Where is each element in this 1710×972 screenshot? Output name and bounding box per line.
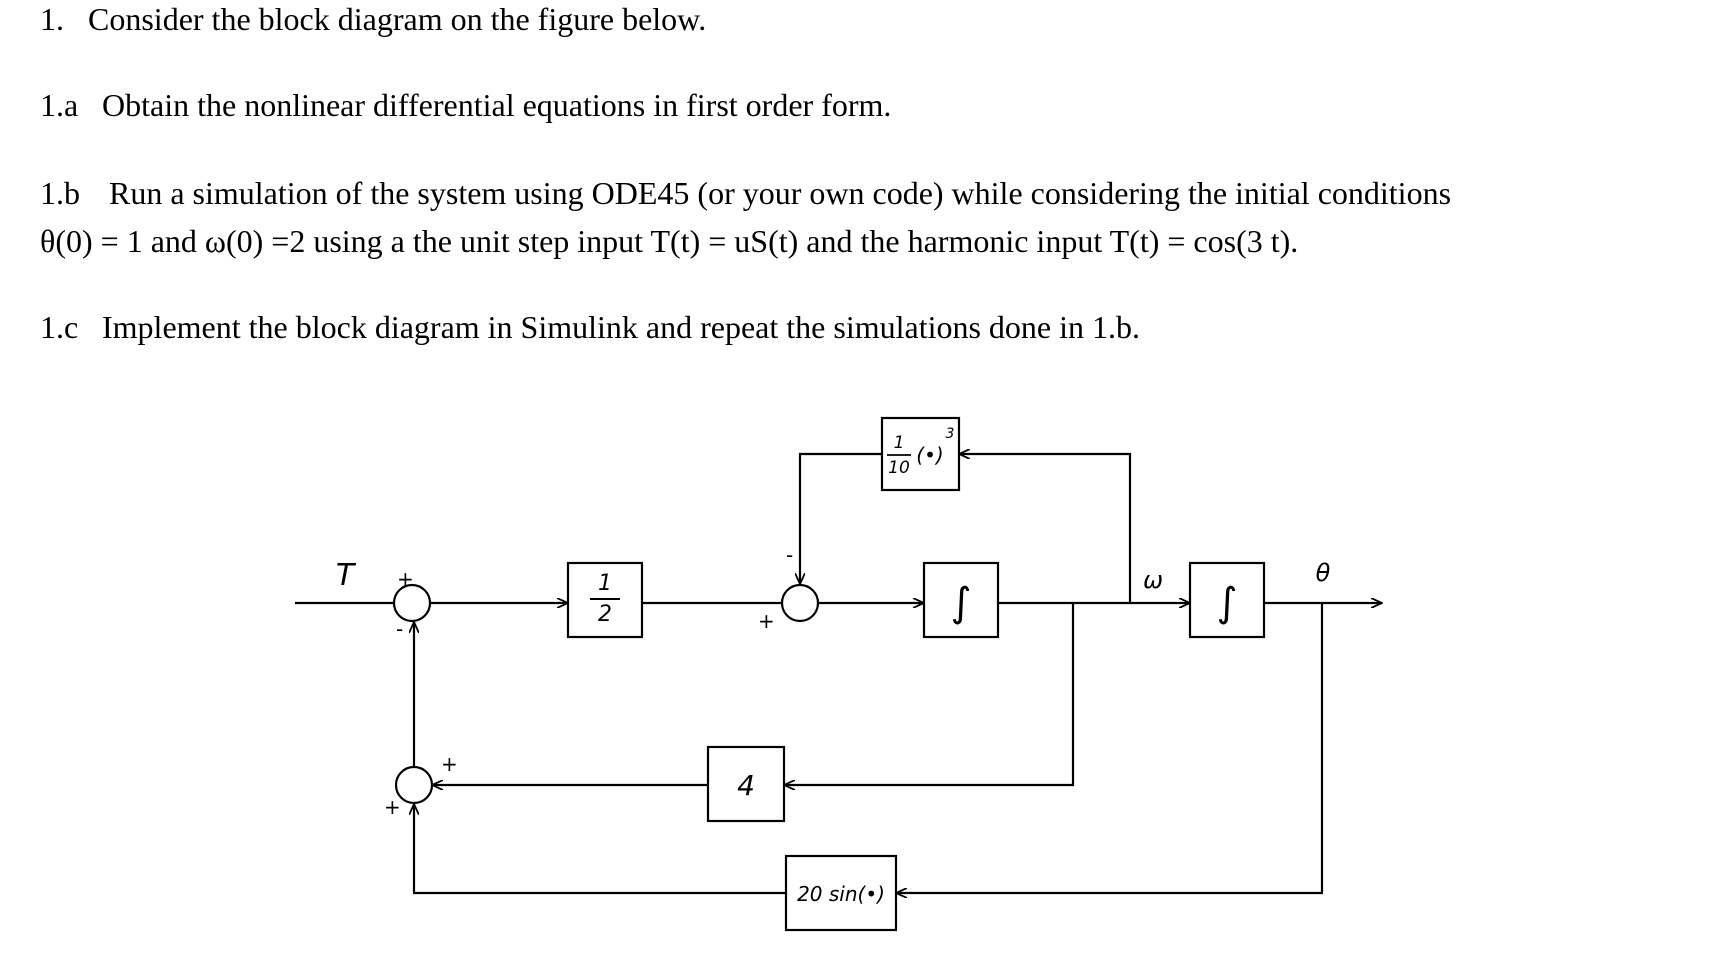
cubic-block: [880, 416, 961, 492]
integrator-2-block: [1188, 561, 1266, 639]
integrator-2-symbol: ∫: [1217, 580, 1238, 626]
input-label-T: T: [336, 558, 357, 593]
gain-4-block: [706, 745, 786, 823]
sum1-top-sign: +: [397, 567, 414, 591]
gain-4-label: 4: [737, 769, 755, 802]
question-1-number: 1.: [40, 1, 64, 37]
question-1b-continued: θ(0) = 1 and ω(0) =2 using a the unit st…: [40, 222, 1298, 260]
cube-expression: (•): [916, 443, 943, 467]
cube-exponent: 3: [946, 426, 955, 442]
question-1: 1. Consider the block diagram on the figu…: [40, 0, 706, 38]
sum2-bottom-sign: +: [758, 609, 775, 633]
wire-omega-to-gain4: [784, 603, 1075, 785]
half-numerator: 1: [598, 571, 612, 596]
theta-label: θ: [1316, 559, 1331, 587]
question-1a-text: Obtain the nonlinear differential equati…: [102, 87, 892, 123]
question-1-text: Consider the block diagram on the figure…: [88, 1, 707, 37]
wire-cube-to-sum2: [800, 452, 882, 584]
sine-label: 20 sin(•): [797, 882, 885, 906]
sum3-bottom-sign: +: [384, 795, 401, 819]
sum-junction-2: [780, 583, 820, 623]
sum-junction-3: [394, 765, 434, 805]
question-1c-text: Implement the block diagram in Simulink …: [102, 309, 1141, 345]
integrator-1-block: [922, 561, 1000, 639]
sum2-top-sign: -: [786, 543, 793, 567]
wire-sine-to-sum3: [414, 804, 786, 895]
sum1-bottom-sign: -: [396, 617, 403, 641]
cube-denominator: 10: [888, 458, 910, 478]
question-1c: 1.c Implement the block diagram in Simuli…: [40, 308, 1140, 346]
omega-label: ω: [1143, 566, 1163, 594]
sum-junction-1: [392, 583, 432, 623]
sum3-right-sign: +: [441, 752, 458, 776]
wire-theta-to-sine: [896, 603, 1324, 893]
integrator-1-symbol: ∫: [951, 580, 972, 626]
question-1b: 1.b Run a simulation of the system using …: [40, 174, 1451, 212]
question-1c-number: 1.c: [40, 309, 79, 345]
cube-numerator: 1: [894, 433, 905, 453]
question-1a: 1.a Obtain the nonlinear differential equ…: [40, 86, 891, 124]
wire-omega-to-cube: [959, 454, 1132, 603]
wires: [295, 454, 1382, 893]
question-1b-text: Run a simulation of the system using ODE…: [109, 175, 1452, 211]
half-denominator: 2: [598, 602, 612, 627]
gain-half-block: [566, 561, 644, 639]
question-1b-number: 1.b: [40, 175, 80, 211]
sine-block: [784, 854, 898, 932]
question-1b-continued-text: θ(0) = 1 and ω(0) =2 using a the unit st…: [40, 223, 1299, 259]
question-1a-number: 1.a: [40, 87, 79, 123]
